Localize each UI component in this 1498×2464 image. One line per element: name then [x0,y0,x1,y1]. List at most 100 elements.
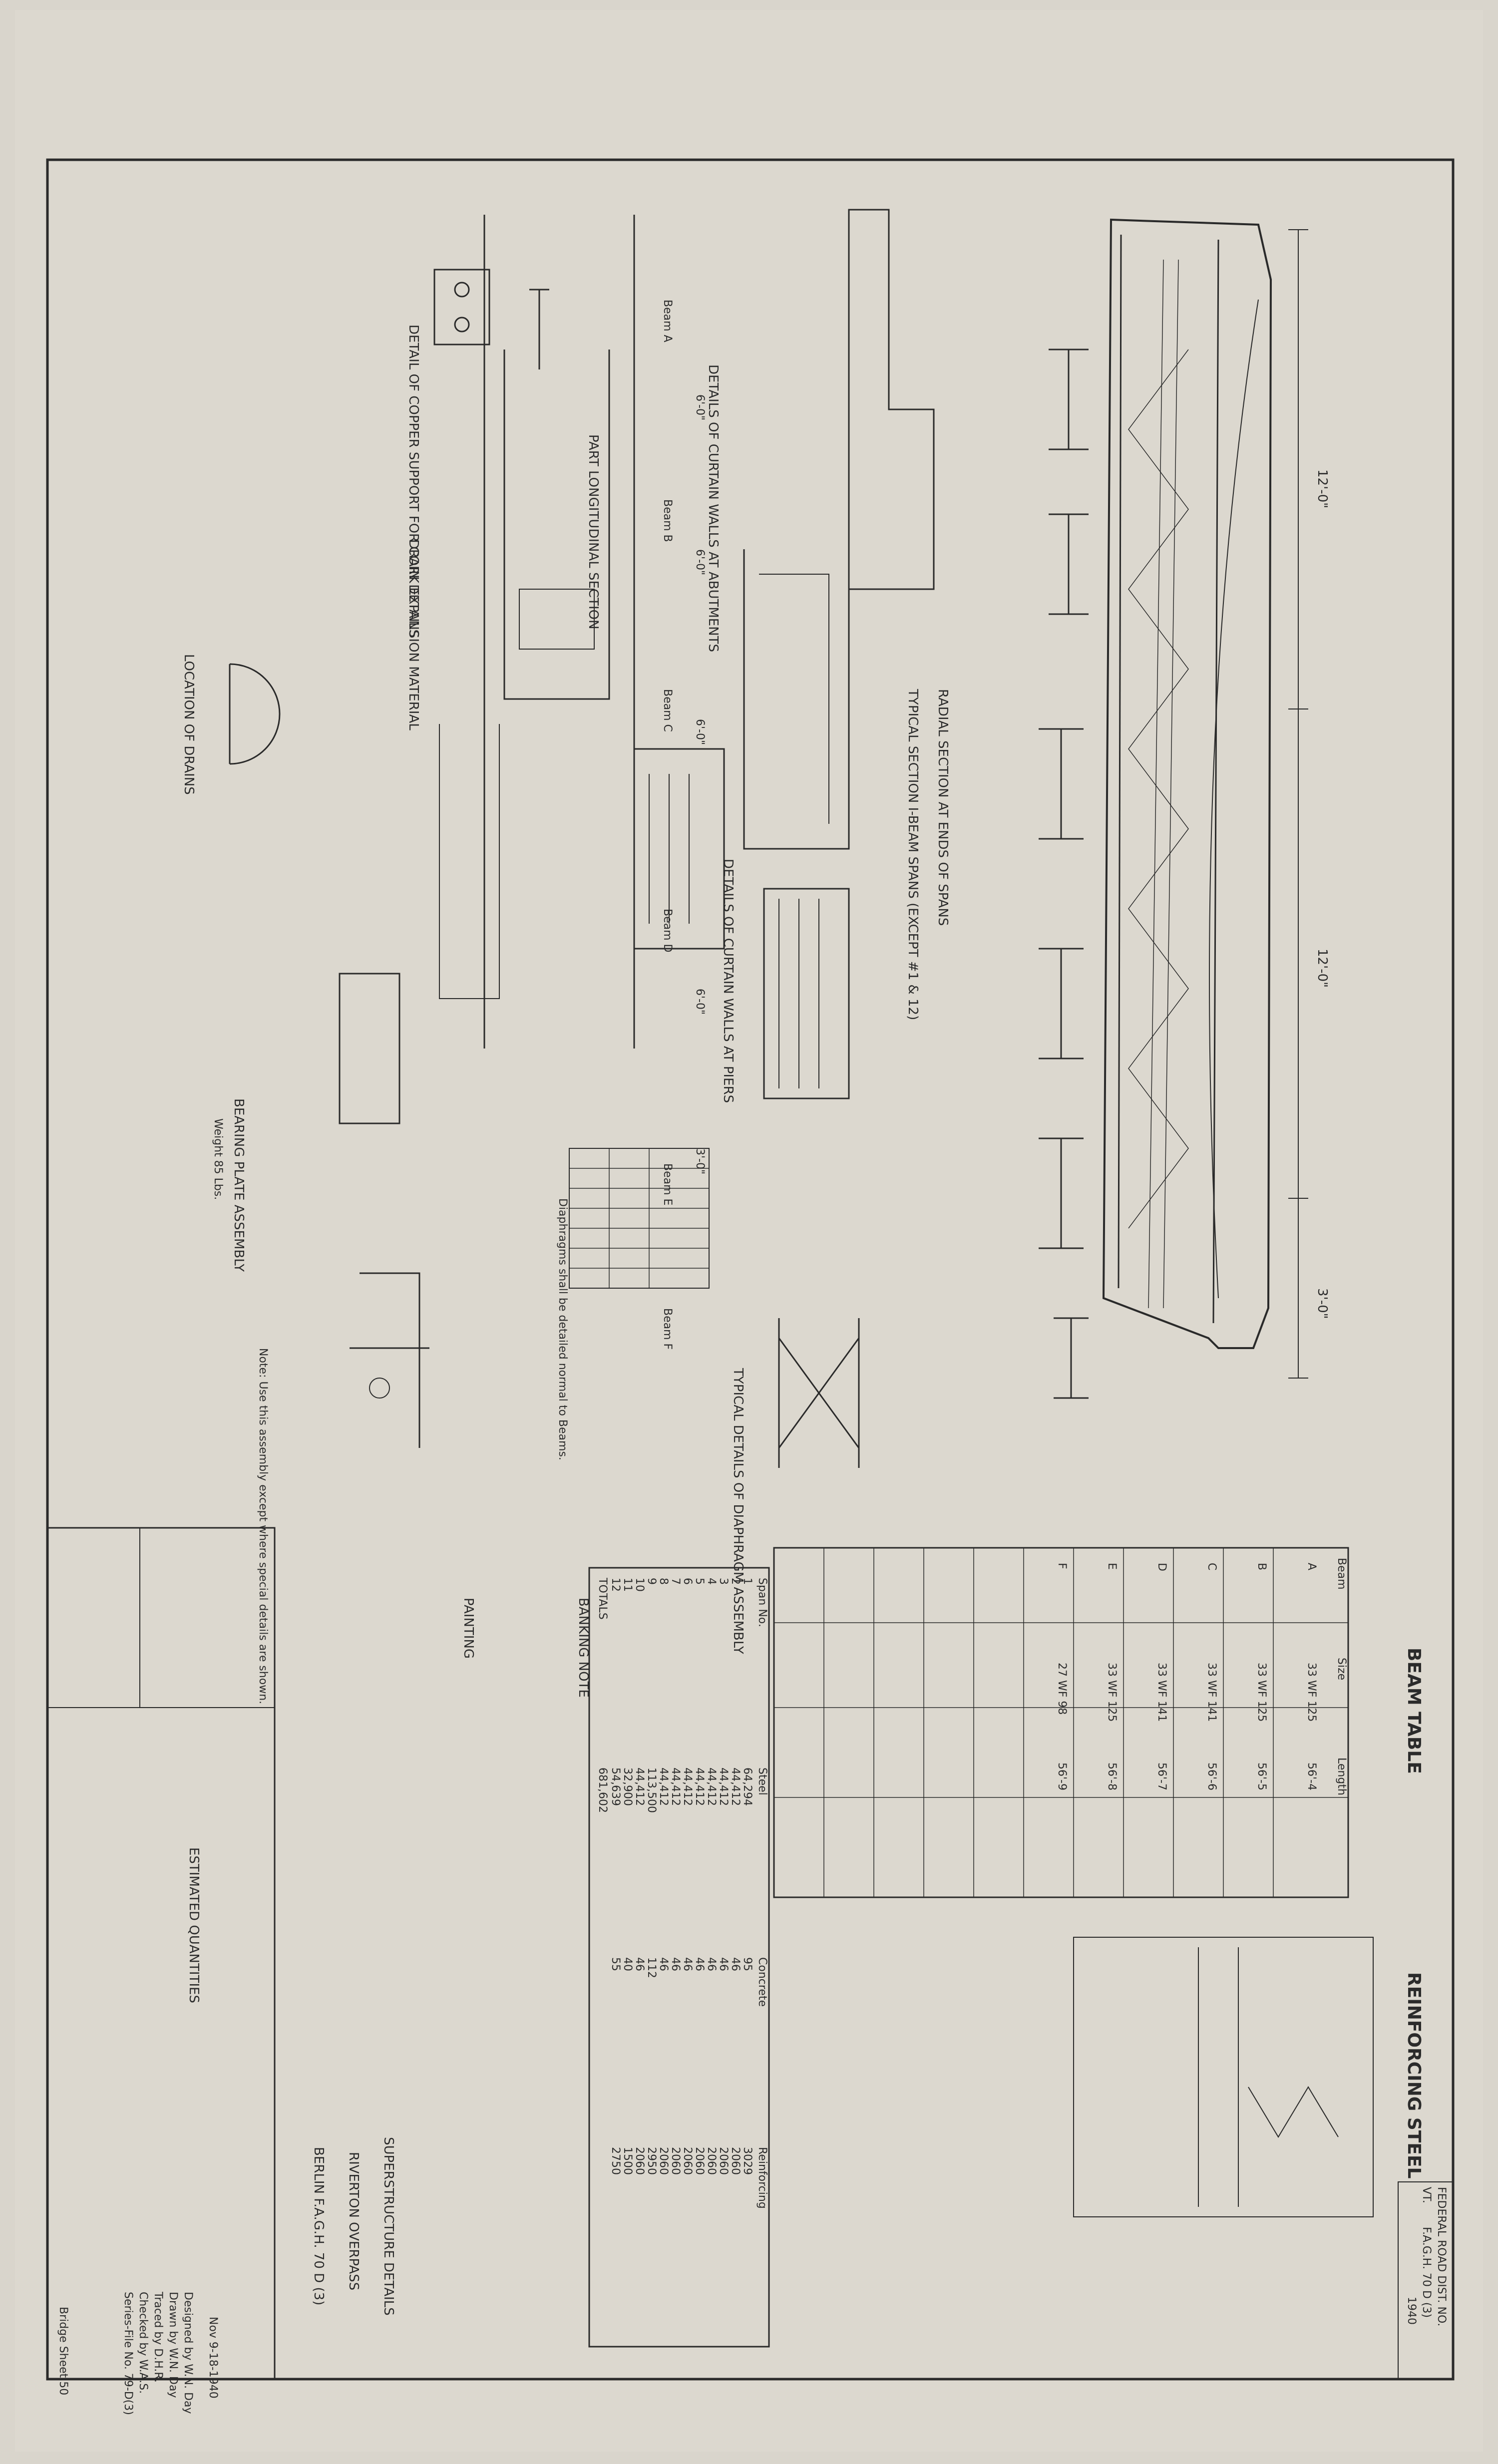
quantities-cell: 40 [621,1957,634,1971]
beam-table-cell: A [1305,1563,1318,1570]
location-drains-title: LOCATION OF DRAINS [181,654,196,795]
quantities-cell: 6 [681,1578,694,1585]
curtain-piers-title: DETAILS OF CURTAIN WALLS AT PIERS [721,859,736,1103]
beam-table-title: BEAM TABLE [1404,1648,1424,1774]
quantities-cell: 2950 [645,2147,658,2175]
quantities-cell: 46 [657,1957,670,1971]
quantities-cell: 44,412 [669,1767,682,1806]
fed-proj-label: F.A.G.H. 70 D (3) [1420,2227,1433,2318]
quantities-cell: 46 [681,1957,694,1971]
quantities-cell: 95 [741,1957,753,1971]
dim-3ft-b: 3'-0" [694,1148,706,1174]
title-block: SUPERSTRUCTURE DETAILS RIVERTON OVERPASS… [57,2137,396,2415]
beam-table-cell: 56'-8 [1106,1762,1118,1790]
beam-e-label: Beam E [661,1163,674,1205]
series-file: Series-File No. 79-D(3) [122,2292,134,2415]
dim-6ft-b: 6'-0" [694,549,706,575]
quantities-cell: 12 [609,1578,622,1592]
quantities-cell: 54,639 [609,1767,622,1806]
quantities-cell: 64,294 [741,1767,753,1806]
beam-table-cell: 33 WF 125 [1255,1663,1268,1722]
quantities-cell: 44,412 [681,1767,694,1806]
drawing-border [46,158,1455,2381]
quantities-cell: 2060 [693,2147,706,2175]
dim-6ft-a: 6'-0" [694,394,706,420]
federal-stamp: FEDERAL ROAD DIST. NO. VT. F.A.G.H. 70 D… [1398,2181,1454,2380]
beam-table-cell: 56'-4 [1305,1762,1318,1790]
reinforcing-title: REINFORCING STEEL [1404,1972,1424,2178]
beam-table-cell: 56'-7 [1155,1762,1168,1790]
superstructure-title: SUPERSTRUCTURE DETAILS [381,2137,396,2316]
quantities-cell: 46 [693,1957,706,1971]
quantities-frame [588,1567,770,2348]
quantities-cell: 2060 [681,2147,694,2175]
beam-table-header: Length [1335,1758,1348,1795]
bearing-plate-title: BEARING PLATE ASSEMBLY [231,1098,246,1272]
quantities-header: Span No. [756,1578,768,1627]
dim-6ft-c: 6'-0" [694,719,706,745]
part-long-title: PART LONGITUDINAL SECTION [586,434,601,630]
quantities-cell: 2060 [669,2147,682,2175]
quantities-rows: Span No.SteelConcreteReinforcing164,2949… [596,1577,768,2209]
beam-b-label: Beam B [661,499,674,542]
beam-a-label: Beam A [661,300,674,343]
banking-note-title: BANKING NOTE [576,1598,591,1698]
beam-table-cell: B [1255,1563,1268,1570]
quantities-cell: 113,500 [645,1767,658,1813]
quantities-header: Concrete [756,1957,768,2007]
dim-12ft-left: 12'-0" [1315,469,1330,508]
quantities-cell: 44,412 [729,1767,742,1806]
beam-d-label: Beam D [661,909,674,952]
quantities-cell: 8 [657,1578,670,1585]
beam-table-header: Beam [1335,1558,1348,1590]
typical-section-drawing: 12'-0" 12'-0" 3'-0" TYPICAL SECTION I-BE… [905,218,1330,1399]
quantities-cell: 44,412 [693,1767,706,1806]
fiscal-year-label: 1940 [1405,2297,1418,2325]
beam-table-cell: F [1056,1563,1068,1569]
curtain-abut-title: DETAILS OF CURTAIN WALLS AT ABUTMENTS [706,364,721,652]
copper-support-title: DETAIL OF COPPER SUPPORT FOR CORK EXPANS… [406,325,421,730]
quantities-cell: 3 [717,1578,730,1585]
beam-f-label: Beam F [661,1308,674,1350]
quantities-cell: 46 [633,1957,646,1971]
quantities-total-value: 681,602 [596,1767,609,1813]
drawing-date: Nov 9-18-1940 [207,2317,219,2399]
quantities-cell: 1500 [621,2147,634,2175]
beam-table-cell: D [1155,1563,1168,1571]
reinforcing-steel: REINFORCING STEEL [1073,1937,1424,2217]
dim-6ft-d: 6'-0" [694,989,706,1015]
bearing-weight: Weight 85 Lbs. [212,1118,224,1200]
radial-section-title: RADIAL SECTION AT ENDS OF SPANS [935,689,950,926]
beam-c-label: Beam C [661,689,674,732]
quantities-cell: 46 [669,1957,682,1971]
drawn-by: Drawn by W.N. Day [167,2292,179,2398]
quantities-cell: 46 [717,1957,730,1971]
quantities-cell: 44,412 [717,1767,730,1806]
beam-table-cell: E [1106,1563,1118,1570]
quantities-table: Span No.SteelConcreteReinforcing164,2949… [461,1567,770,2348]
beam-table-cell: 56'-5 [1255,1762,1268,1790]
quantities-cell: 46 [729,1957,742,1971]
quantities-cell: 1 [741,1578,753,1585]
quantities-cell: 44,412 [705,1767,718,1806]
traced-by: Traced by D.H.R. [152,2291,164,2383]
quantities-cell: 5 [693,1578,706,1585]
quantities-header: Steel [756,1767,768,1795]
typical-section-title: TYPICAL SECTION I-BEAM SPANS (EXCEPT #1 … [905,689,920,1020]
quantities-cell: 10 [633,1578,646,1592]
federal-label: FEDERAL ROAD DIST. NO. [1435,2187,1448,2326]
beam-table-cell: 33 WF 125 [1106,1663,1118,1722]
quantities-cell: 46 [705,1957,718,1971]
beam-table-cell: 33 WF 125 [1305,1663,1318,1722]
quantities-cell: 44,412 [633,1767,646,1806]
drain-and-copper-details: DETAIL OF COPPER SUPPORT FOR CORK EXPANS… [181,269,549,795]
quantities-cell: 2 [729,1578,742,1585]
quantities-cell: 2060 [729,2147,742,2175]
bearing-plate-assembly: BEARING PLATE ASSEMBLY Weight 85 Lbs. No… [212,973,429,1704]
diaphragm-assembly: TYPICAL DETAILS OF DIAPHRAGM ASSEMBLY Di… [556,1148,860,1654]
quantities-cell: 2750 [609,2147,622,2175]
estimated-quantities-frame: ESTIMATED QUANTITIES [46,1527,276,2380]
diaphragm-note: Diaphragms shall be detailed normal to B… [556,1198,569,1460]
